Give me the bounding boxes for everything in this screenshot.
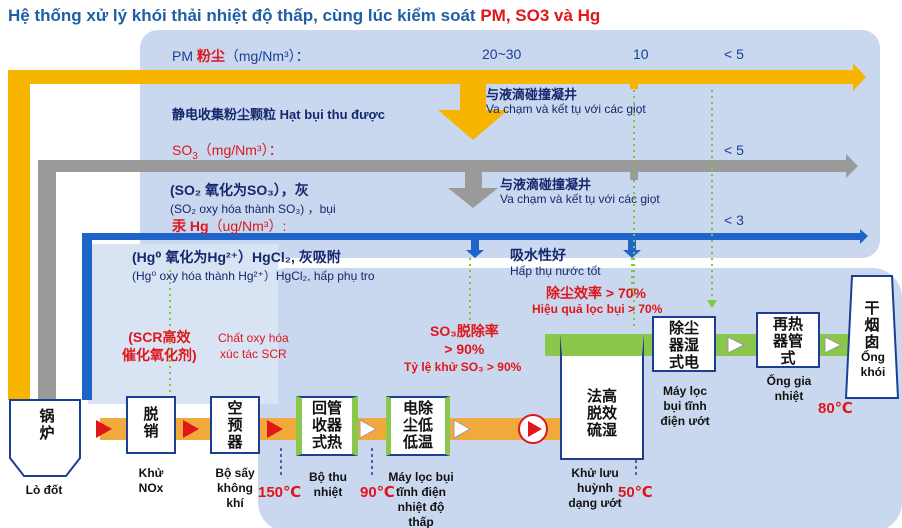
- pm-stage-cn: 静电收集粉尘颗粒: [172, 107, 277, 122]
- title-highlight: PM, SO3 và Hg: [480, 6, 601, 25]
- hg-band-arrowhead: [860, 229, 868, 244]
- hg-stage-cn: (Hg⁰ 氧化为Hg²⁺）HgCl₂, 灰吸附: [132, 249, 341, 265]
- pm-value-1: 20~30: [482, 46, 522, 62]
- denox-box: [126, 396, 176, 454]
- hg-drop-1: [466, 240, 484, 258]
- hg-absorb-cn: 吸水性好: [510, 247, 566, 263]
- wet-fgd-label: 法高脱效硫湿: [586, 388, 617, 439]
- so3-stage-vi: (SO₂ oxy hóa thành SO₃) ，bụi: [170, 202, 336, 216]
- boiler-label: 锅炉: [39, 408, 55, 442]
- hg-value: < 3: [724, 212, 744, 228]
- wet-esp-caption: Máy lọc bụi tĩnh điện ướt: [660, 384, 710, 428]
- reheater-label: 再热器管式: [772, 316, 803, 367]
- air-preheater-label: 空预器: [227, 400, 243, 451]
- reheater-box: [756, 312, 820, 368]
- so3-label: SO3（mg/Nm³）：: [172, 140, 283, 162]
- pm-drop-arrow: [438, 84, 508, 140]
- so3-coll-cn: 与液滴碰撞凝井: [500, 177, 592, 192]
- title-text: Hệ thống xử lý khói thải nhiệt độ thấp, …: [8, 6, 481, 25]
- air-preheater-box: [210, 396, 260, 454]
- so3-band-vertical: [38, 160, 56, 400]
- flow-chevron-5: [453, 419, 472, 439]
- pm-drop-10: [630, 77, 638, 89]
- pm-band-vertical: [8, 70, 30, 400]
- so3-stage-cn: (SO₂ 氧化为SO₃），灰: [170, 182, 309, 198]
- hg-absorb-vi: Hấp thụ nước tốt: [510, 264, 601, 278]
- pm-label-cn: 粉尘: [196, 48, 225, 64]
- denox-label: 脱销: [143, 406, 159, 440]
- temp-90: 90℃: [360, 484, 395, 501]
- boiler-shape: [9, 399, 81, 477]
- wet-esp-label: 除尘器湿式电: [668, 320, 699, 371]
- hg-label-main: 汞 Hg: [172, 218, 209, 234]
- heat-recovery-label: 回管收器式热: [311, 400, 342, 451]
- flow-chevron-4: [359, 419, 378, 439]
- wet-fgd-box: [560, 334, 644, 460]
- heat-recovery-box: [296, 396, 358, 456]
- guide-arrow-pm5: [707, 300, 717, 308]
- hg-band: [82, 233, 862, 240]
- so3-band-arrowhead: [846, 154, 858, 178]
- flow-chevron-6: [727, 336, 746, 354]
- chimney-label: 干烟囱: [864, 300, 880, 351]
- flow-chevron-2: [183, 420, 199, 438]
- chimney-caption: Ống khói: [860, 350, 886, 379]
- heat-recovery-caption: Bộ thu nhiệt: [309, 470, 347, 499]
- pm-stage-vi: Hạt bụi thu được: [279, 107, 385, 122]
- so3-coll-vi: Va chạm và kết tụ với các giọt: [500, 192, 660, 206]
- air-preheater-caption: Bộ sấy không khí: [215, 466, 255, 510]
- scr-note-vi: Chất oxy hóa xúc tác SCR: [218, 331, 289, 361]
- so3-value: < 5: [724, 142, 744, 158]
- so3-label-sub: 3: [192, 150, 198, 162]
- pm-value-3: < 5: [724, 46, 744, 62]
- pm-stage-text: 静电收集粉尘颗粒 Hạt bụi thu được: [172, 104, 385, 123]
- flow-chevron-3: [267, 420, 283, 438]
- wet-esp-box: [652, 316, 716, 372]
- pm-label: PM 粉尘（mg/Nm³）：: [172, 46, 310, 66]
- low-temp-esp-box: [386, 396, 450, 456]
- hg-label: 汞 Hg（ug/Nm³）:: [172, 216, 286, 236]
- pm-label-prefix: PM: [172, 48, 197, 64]
- so3-rate-vi: Tỷ lệ khử SO₃ > 90%: [404, 360, 522, 374]
- low-temp-esp-caption: Máy lọc bụi tĩnh điện nhiệt độ thấp: [388, 470, 454, 528]
- hg-drop-2: [623, 240, 641, 258]
- scr-note-cn: (SCR高效 催化氧化剂): [122, 329, 197, 363]
- dust-rate-vi: Hiệu quả lọc bụi > 70%: [532, 302, 663, 316]
- pm-unit: （mg/Nm³）：: [224, 48, 310, 64]
- flow-chevron-1: [96, 420, 112, 438]
- chimney-shape: [844, 275, 900, 399]
- dust-rate-cn: 除尘效率 > 70%: [546, 285, 646, 301]
- hg-stage-vi: (Hg⁰ oxy hóa thành Hg²⁺）HgCl₂, hấp phụ t…: [132, 269, 375, 283]
- hg-unit: （ug/Nm³）:: [208, 218, 287, 234]
- so3-rate-cn: SO₃脱除率 > 90%: [430, 323, 499, 357]
- so3-band: [38, 160, 846, 172]
- temp-50: 50℃: [618, 484, 653, 501]
- wet-fgd-caption: Khử lưu huỳnh dạng ướt: [568, 466, 622, 510]
- fan-arrow: [528, 421, 542, 437]
- boiler-caption: Lò đốt: [25, 483, 63, 497]
- low-temp-esp-label: 电除尘低低温: [402, 400, 433, 451]
- temp-80: 80℃: [818, 400, 853, 417]
- pm-coll-vi: Va chạm và kết tụ với các giọt: [486, 102, 646, 116]
- page-title: Hệ thống xử lý khói thải nhiệt độ thấp, …: [8, 6, 600, 26]
- left-panel: [88, 244, 278, 404]
- pm-band: [8, 70, 853, 84]
- reheater-caption: Ống gia nhiệt: [766, 374, 812, 403]
- so3-label-main: SO: [172, 142, 193, 158]
- pm-coll-cn: 与液滴碰撞凝井: [486, 87, 578, 102]
- so3-unit: （mg/Nm³）：: [197, 142, 283, 158]
- temp-150: 150℃: [258, 484, 302, 501]
- so3-drop-arrow: [448, 172, 498, 208]
- flow-chevron-7: [824, 336, 843, 354]
- pm-band-arrowhead: [853, 63, 866, 91]
- hg-band-vertical: [82, 233, 92, 400]
- pm-value-2: 10: [633, 46, 649, 62]
- upper-panel: [140, 30, 880, 258]
- denox-caption: Khử NOx: [138, 466, 164, 495]
